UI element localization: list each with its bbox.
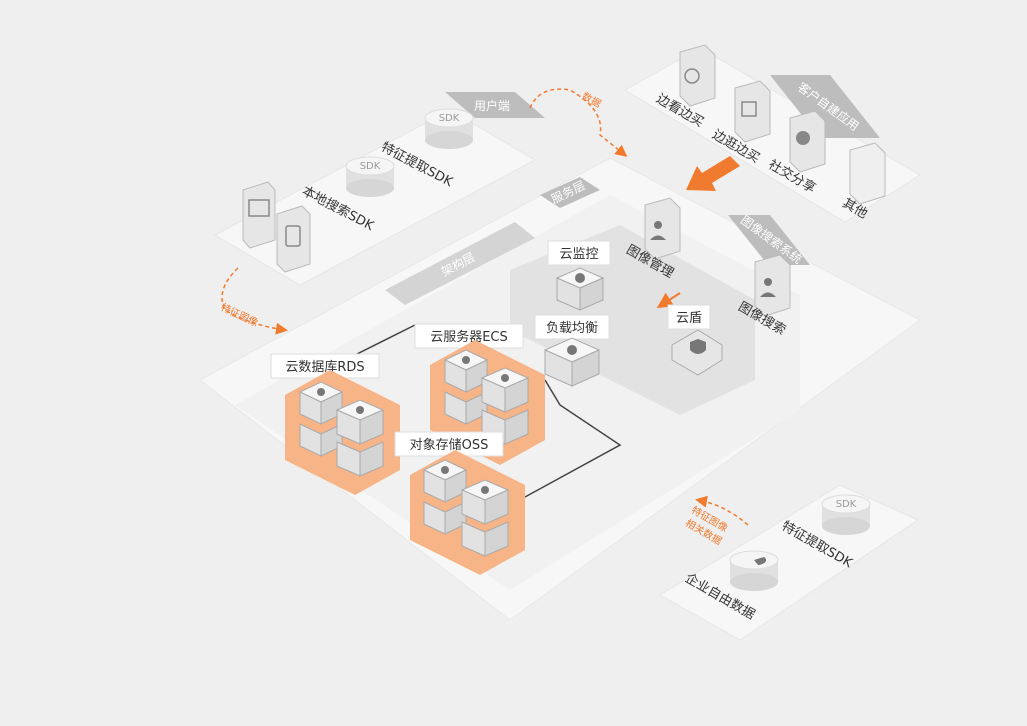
oss-storage-cubes-icon bbox=[422, 459, 510, 557]
tablet-device-icon bbox=[276, 205, 311, 273]
data-flow-arrow bbox=[529, 88, 628, 157]
enterprise-sdk-badge: SDK bbox=[836, 499, 857, 510]
service-to-shield-arrow bbox=[656, 292, 681, 309]
user-side-tag-text: 用户端 bbox=[474, 98, 510, 113]
feature-image-flow-arrow bbox=[221, 267, 288, 335]
local-sdk-badge: SDK bbox=[360, 161, 381, 172]
enterprise-sdk-disc-icon: SDK bbox=[821, 494, 871, 535]
ecs-label: 云服务器ECS bbox=[430, 329, 508, 345]
local-sdk-disc-icon: SDK bbox=[345, 156, 395, 197]
other-device-icon bbox=[849, 142, 886, 205]
cloud-shield-label: 云盾 bbox=[676, 311, 702, 326]
customer-to-service-arrow-icon bbox=[686, 156, 740, 191]
load-balance-card: 负载均衡 bbox=[534, 314, 610, 340]
browse-buy-device-icon bbox=[734, 80, 771, 143]
enterprise-data-disc-icon bbox=[729, 550, 779, 591]
load-balance-cube-icon bbox=[543, 337, 601, 387]
watch-buy-device-icon bbox=[679, 44, 716, 107]
rds-label: 云数据库RDS bbox=[285, 359, 364, 375]
cloud-shield-icon bbox=[671, 329, 723, 376]
data-flow-label: 数据 bbox=[580, 89, 604, 110]
feature-data-flow-arrow bbox=[695, 495, 749, 526]
rds-database-cubes-icon bbox=[298, 381, 385, 477]
social-share-device-icon bbox=[789, 110, 826, 173]
oss-label: 对象存储OSS bbox=[410, 438, 489, 453]
cloud-monitor-label: 云监控 bbox=[559, 247, 598, 262]
cloud-monitor-cube-icon bbox=[555, 267, 605, 311]
image-management-device-icon bbox=[644, 197, 681, 260]
feature-image-flow-label: 特征图像 bbox=[219, 301, 260, 329]
feature-sdk-disc-icon: SDK bbox=[424, 108, 474, 149]
feature-sdk-badge: SDK bbox=[439, 113, 460, 124]
oss-card: 对象存储OSS bbox=[394, 431, 504, 457]
cloud-shield-card: 云盾 bbox=[667, 304, 711, 330]
cloud-monitor-card: 云监控 bbox=[547, 240, 611, 266]
user-side-tag: 用户端 bbox=[445, 92, 545, 118]
load-balance-label: 负载均衡 bbox=[546, 321, 598, 336]
image-search-device-icon bbox=[754, 254, 791, 317]
monitor-device-icon bbox=[242, 181, 276, 249]
